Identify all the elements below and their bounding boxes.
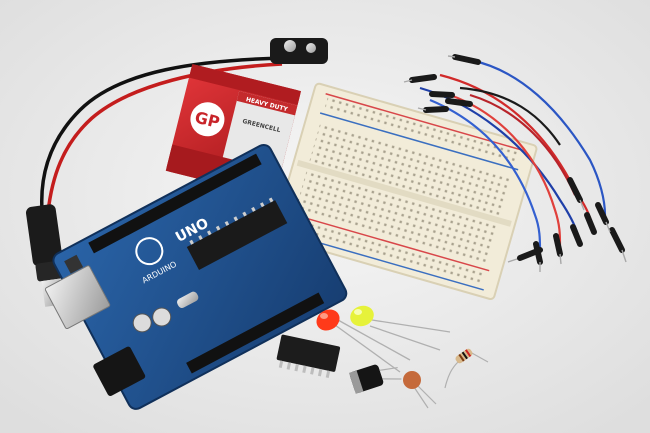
board-capacitor — [152, 307, 172, 327]
arduino-uno-board: UNO ARDUINO — [44, 143, 348, 410]
atmega-chip — [186, 200, 288, 271]
electrolytic-capacitor — [348, 364, 402, 394]
reset-button — [64, 254, 84, 274]
arduino-logo — [135, 237, 164, 266]
resistor — [444, 348, 489, 389]
dc-power-jack — [93, 346, 146, 397]
usb-b-port — [44, 265, 111, 330]
red-led — [316, 309, 411, 373]
battery-clip-wires — [40, 56, 286, 213]
jumper-wires — [419, 58, 607, 251]
dip-ic-chip — [276, 334, 341, 379]
board-capacitor — [132, 313, 152, 333]
yellow-led — [350, 305, 451, 351]
jumper-wire-tips — [403, 54, 627, 272]
ceramic-capacitor — [403, 371, 437, 409]
crystal-oscillator — [177, 291, 199, 308]
digital-header — [88, 153, 262, 254]
battery-snap-connector — [270, 38, 328, 64]
analog-header — [186, 292, 325, 374]
breadboard — [272, 82, 538, 301]
